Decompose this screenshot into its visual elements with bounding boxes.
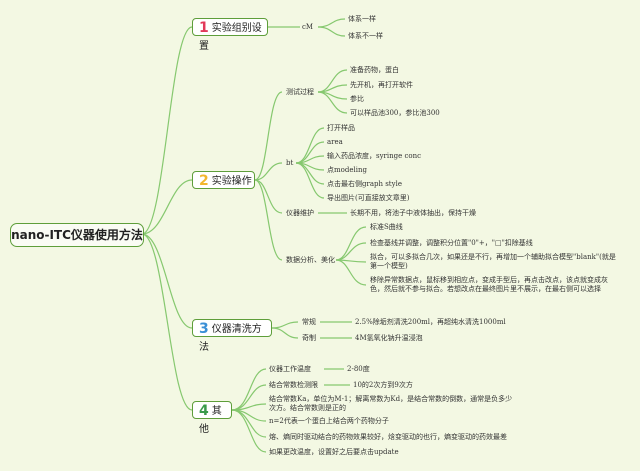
- node-bt-item[interactable]: 点modeling: [327, 166, 367, 174]
- connector: [254, 179, 283, 261]
- connector: [254, 162, 283, 181]
- connector: [254, 179, 283, 214]
- node-different-system[interactable]: 体系不一样: [348, 32, 383, 40]
- connector: [317, 26, 346, 37]
- connector: [335, 242, 367, 261]
- connector: [141, 179, 193, 235]
- root-node[interactable]: nano-ITC仪器使用方法: [10, 223, 144, 247]
- node-analysis-item[interactable]: 移除异常数据点，鼠标移到相应点，变成手型后，再点击改点，该点就变成灰色，然后就不…: [370, 276, 608, 293]
- node-cm[interactable]: cM: [302, 23, 314, 31]
- connector: [271, 327, 299, 339]
- topic-number: 3: [199, 321, 209, 337]
- node-temp-value[interactable]: 2-80度: [347, 365, 370, 373]
- node-limit-value[interactable]: 10的2次方到9次方: [353, 381, 413, 389]
- node-test-item[interactable]: 可以样品池300，参比池300: [350, 109, 440, 117]
- node-bt-item[interactable]: 打开样品: [327, 124, 355, 132]
- node-bt-item[interactable]: area: [327, 138, 343, 146]
- connector: [271, 321, 299, 329]
- node-analysis-item[interactable]: 标准S曲线: [370, 223, 403, 231]
- connector: [317, 18, 346, 28]
- topic-label: 实验操作: [211, 176, 252, 187]
- connector: [231, 409, 267, 438]
- node-regular[interactable]: 常规: [302, 318, 316, 326]
- node-other-item[interactable]: 仪器工作温度: [269, 365, 311, 373]
- node-test-item[interactable]: 参比: [350, 95, 364, 103]
- connector: [141, 26, 193, 235]
- topic-label: 其他: [199, 406, 222, 435]
- node-same-system[interactable]: 体系一样: [348, 15, 376, 23]
- topic-number: 4: [199, 403, 209, 419]
- node-other-item[interactable]: 结合常数检测限: [269, 381, 318, 389]
- connector: [231, 409, 267, 453]
- node-analysis-item[interactable]: 拟合，可以多拟合几次，如果还是不行，再增加一个辅助拟合模型"blank"(就是第…: [370, 253, 616, 270]
- node-regular-text[interactable]: 2.5%除垢剂清洗200ml，再超纯水清洗1000ml: [355, 318, 506, 326]
- node-data-analysis[interactable]: 数据分析、美化: [286, 256, 335, 264]
- node-test-item[interactable]: 先开机，再打开软件: [350, 81, 413, 89]
- node-maintenance-text[interactable]: 长期不用，将池子中液体抽出，保持干燥: [350, 209, 476, 217]
- topic-label: 实验组别设置: [199, 23, 262, 52]
- topic-number: 1: [199, 20, 209, 36]
- node-analysis-item[interactable]: 检查基线并调整，调整积分位置"0"+，"□"扣除基线: [370, 239, 533, 247]
- node-bt-item[interactable]: 输入药品浓度，syringe conc: [327, 152, 422, 160]
- connector: [254, 91, 283, 181]
- node-other-item[interactable]: 结合常数Ka，单位为M-1；解离常数为Kd，是结合常数的倒数，通常是负多少次方。…: [269, 395, 513, 412]
- node-other-item[interactable]: n=2代表一个蛋白上结合两个药物分子: [269, 417, 389, 425]
- node-other-item[interactable]: 如果更改温度，设置好之后要点击update: [269, 448, 399, 456]
- node-strong[interactable]: 奇制: [302, 334, 316, 342]
- connector: [231, 384, 267, 411]
- topic-number: 2: [199, 173, 209, 189]
- node-bt-item[interactable]: 导出图片(可直接放文章里): [327, 194, 410, 202]
- connector: [141, 233, 193, 411]
- node-maintenance[interactable]: 仪器维护: [286, 209, 314, 217]
- node-other-item[interactable]: 熔、熵同时驱动结合的药物效果较好，焓变驱动的也行，熵变驱动的药效最差: [269, 433, 507, 441]
- connector: [295, 162, 325, 199]
- connector: [141, 233, 193, 329]
- node-strong-text[interactable]: 4M氢氧化钠升温浸泡: [355, 334, 423, 342]
- topic-label: 仪器清洗方法: [199, 324, 262, 353]
- connector: [335, 259, 367, 286]
- node-test-process[interactable]: 测试过程: [286, 88, 314, 96]
- node-bt[interactable]: bt: [286, 159, 294, 167]
- connector: [295, 127, 325, 164]
- connector: [335, 226, 367, 261]
- node-test-item[interactable]: 准备药物，蛋白: [350, 66, 399, 74]
- connector: [317, 91, 348, 114]
- node-bt-item[interactable]: 点击最右侧graph style: [327, 180, 402, 188]
